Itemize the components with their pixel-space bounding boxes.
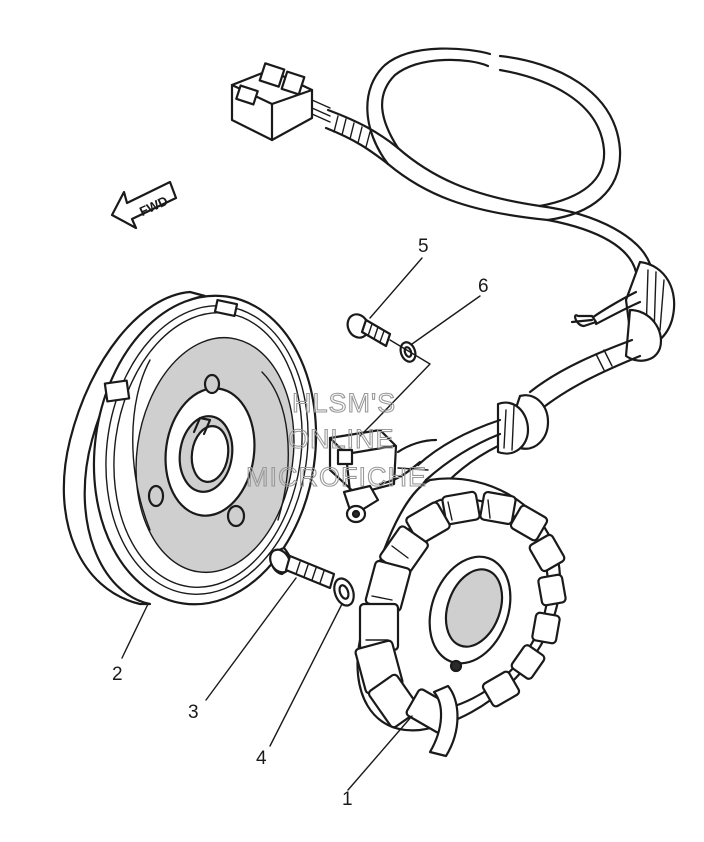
stator-assembly [354, 477, 567, 758]
leader-lines [121, 257, 481, 791]
harness-clamp-lower [496, 394, 550, 455]
watermark-line-2: ONLINE [288, 424, 395, 454]
ring-terminal [570, 314, 598, 328]
fwd-direction-arrow: FWD [110, 180, 178, 230]
rotor-slot-side [103, 379, 131, 403]
callout-1: 1 [342, 789, 353, 810]
rotor-flywheel [62, 290, 318, 606]
callout-5: 5 [418, 236, 429, 257]
wire-coupler [230, 62, 331, 142]
harness-clamp-upper [624, 260, 676, 362]
stator-poles [354, 490, 567, 734]
pickup-coil [328, 428, 438, 524]
watermark-line-3: MICROFICHE [246, 462, 427, 492]
wire-harness [230, 47, 676, 554]
pickup-washer [399, 341, 417, 363]
rotor-washer [333, 577, 355, 607]
callout-3: 3 [188, 702, 199, 723]
watermark: HLSM'S ONLINE MICROFICHE [245, 387, 427, 492]
pickup-screw [346, 313, 392, 348]
rotor-slot-top [213, 298, 239, 318]
callout-2: 2 [112, 664, 123, 685]
callout-6: 6 [478, 276, 489, 297]
watermark-line-1: HLSM'S [292, 388, 396, 418]
callout-4: 4 [256, 748, 267, 769]
rotor-bolt [269, 546, 336, 590]
